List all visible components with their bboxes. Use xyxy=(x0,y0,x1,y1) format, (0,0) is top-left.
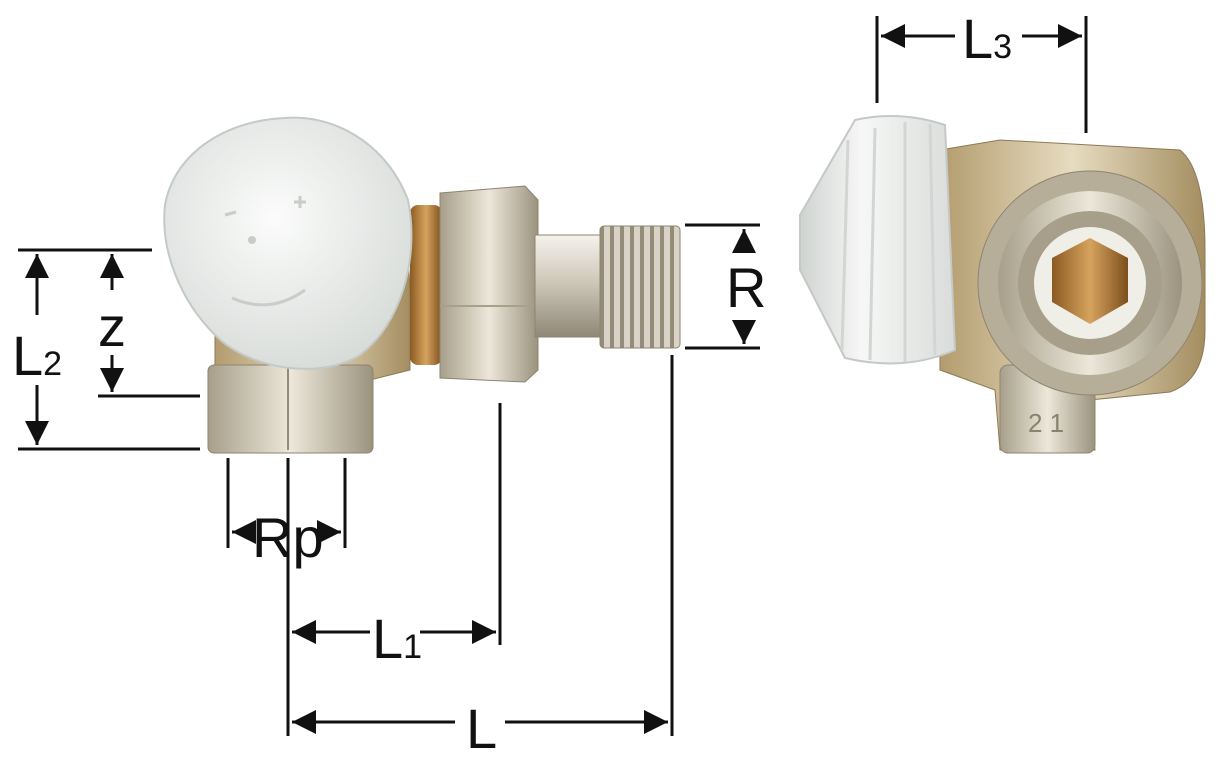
valve-side-view xyxy=(163,116,681,454)
hex-union-nut xyxy=(439,185,539,383)
label-L1: L1 xyxy=(372,607,422,670)
label-L: L xyxy=(466,697,497,760)
label-Rp: Rp xyxy=(252,506,324,569)
label-L3: L3 xyxy=(962,7,1012,70)
dimension-lines xyxy=(18,16,1088,736)
thermostat-cap-front xyxy=(799,115,957,365)
body-marking: 2 1 xyxy=(1028,408,1064,438)
thermostat-cap xyxy=(163,116,413,370)
dimension-labels: L2 z Rp L1 L R L3 xyxy=(12,7,1012,760)
copper-ring xyxy=(410,205,442,365)
thread-r xyxy=(599,225,681,349)
label-R: R xyxy=(726,256,766,319)
label-z: z xyxy=(98,295,126,358)
label-L2: L2 xyxy=(12,324,62,387)
female-socket-rp xyxy=(207,364,374,454)
hex-insert xyxy=(1052,238,1128,324)
valve-front-view: 2 1 xyxy=(799,115,1206,454)
tailpiece xyxy=(534,234,606,338)
